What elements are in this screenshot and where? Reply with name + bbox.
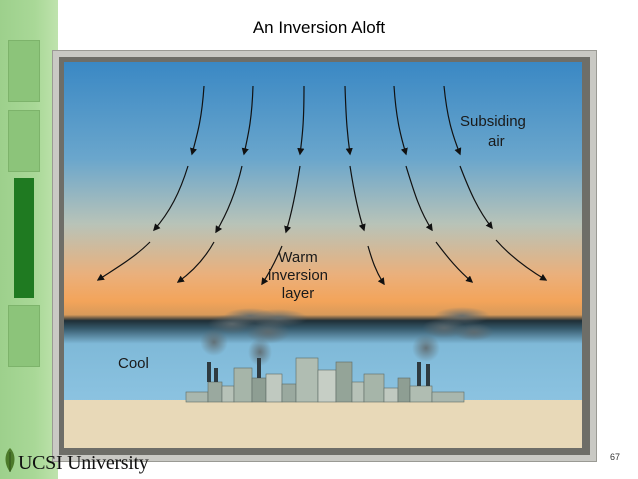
smokestack bbox=[207, 362, 211, 382]
smokestack bbox=[257, 358, 261, 378]
arrow-top-5 bbox=[393, 85, 408, 156]
ground bbox=[64, 400, 582, 448]
arrow-top-1 bbox=[190, 85, 205, 156]
strip-block bbox=[8, 305, 40, 367]
page-number: 67 bbox=[610, 452, 621, 462]
arrow-low-5 bbox=[435, 241, 474, 283]
smokestack bbox=[426, 364, 430, 386]
slide-title: An Inversion Aloft bbox=[252, 18, 386, 37]
arrow-low-6 bbox=[495, 239, 548, 281]
arrow-mid-3 bbox=[284, 165, 301, 234]
smokestack bbox=[214, 368, 218, 382]
logo-text: UCSI University bbox=[18, 452, 149, 474]
label-warm: Warm bbox=[278, 249, 317, 266]
city-skyline bbox=[185, 357, 465, 403]
left-decorative-strip bbox=[0, 0, 58, 479]
arrow-top-2 bbox=[241, 85, 254, 156]
arrow-mid-5 bbox=[405, 165, 433, 232]
arrow-low-3 bbox=[261, 245, 283, 286]
arrow-mid-2 bbox=[215, 165, 243, 234]
strip-accent bbox=[14, 178, 34, 298]
label-layer: layer bbox=[282, 285, 315, 302]
arrow-low-2 bbox=[176, 241, 215, 283]
arrow-top-6 bbox=[443, 85, 462, 156]
smoke-plumes bbox=[200, 307, 494, 366]
arrow-low-4 bbox=[367, 245, 385, 286]
arrow-mid-1 bbox=[153, 165, 189, 232]
arrow-mid-6 bbox=[459, 165, 493, 230]
strip-block bbox=[8, 40, 40, 102]
university-logo bbox=[5, 448, 15, 472]
inversion-diagram: Subsiding air Warm inversion layer Cool bbox=[64, 62, 582, 448]
smokestack bbox=[417, 362, 421, 386]
arrow-top-4 bbox=[344, 85, 353, 156]
label-cool: Cool bbox=[118, 355, 149, 372]
subsiding-air-arrows bbox=[96, 85, 548, 286]
label-air: air bbox=[488, 133, 505, 150]
arrow-low-1 bbox=[96, 241, 151, 281]
label-subsiding: Subsiding bbox=[460, 113, 526, 130]
strip-block bbox=[8, 110, 40, 172]
arrow-mid-4 bbox=[349, 165, 366, 232]
label-inversion: inversion bbox=[268, 267, 328, 284]
arrow-top-3 bbox=[297, 85, 305, 156]
